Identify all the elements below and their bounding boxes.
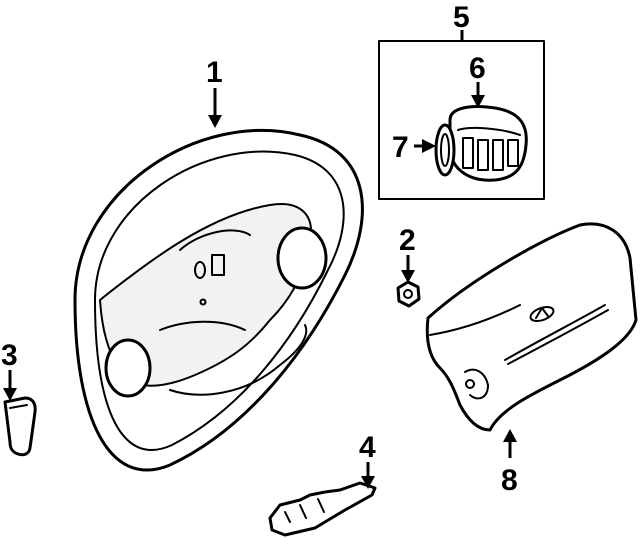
steering-wheel[interactable]: [73, 129, 364, 472]
callout-7: 7: [392, 131, 409, 164]
callout-5: 5: [453, 1, 470, 34]
callout-2: 2: [399, 224, 416, 257]
callout-labels: 1 2 3 4 5 6 7 8: [1, 1, 518, 497]
inflator-clip[interactable]: [434, 123, 456, 177]
lower-bracket[interactable]: [268, 481, 377, 537]
callout-4: 4: [359, 431, 376, 464]
callout-6: 6: [469, 52, 486, 85]
side-trim[interactable]: [3, 396, 37, 457]
leader-lines: [3, 30, 517, 489]
callout-3: 3: [1, 339, 18, 372]
callout-8: 8: [501, 464, 518, 497]
inflator-module[interactable]: [448, 105, 528, 182]
nut[interactable]: [396, 280, 421, 308]
callout-1: 1: [206, 56, 223, 89]
airbag-cover[interactable]: [425, 222, 638, 432]
